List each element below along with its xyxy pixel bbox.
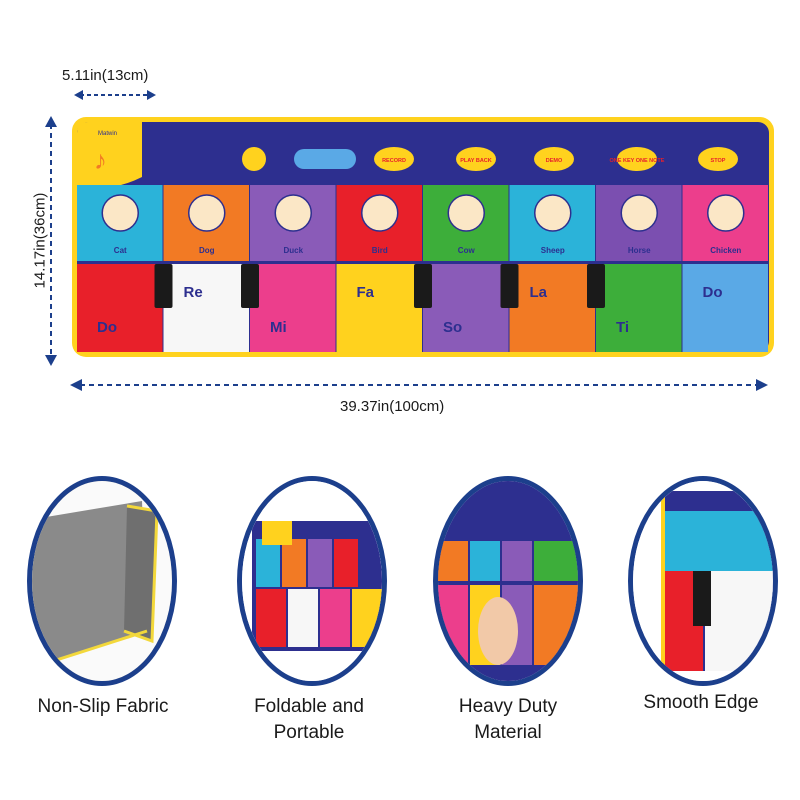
note-label: La xyxy=(530,284,548,301)
note-label: Do xyxy=(97,319,117,336)
height-dimension-label: 14.17in(36cm) xyxy=(31,192,49,289)
width-dimension-arrow xyxy=(74,90,156,100)
animal-label: Cat xyxy=(114,246,127,255)
piano-mat: Matwin ♪ RECORD PLAY BACK DEMO ONE KEY ONE … xyxy=(72,117,774,357)
smooth-edge-image xyxy=(628,476,778,686)
animal-face-icon xyxy=(620,194,658,232)
length-dimension-label: 39.37in(100cm) xyxy=(340,398,445,415)
piano-key xyxy=(596,264,682,352)
animal-label: Sheep xyxy=(541,246,565,255)
animal-label: Duck xyxy=(283,246,303,255)
note-label: Do xyxy=(703,284,723,301)
animal-face-icon xyxy=(274,194,312,232)
feature-label-heavy-duty: Heavy Duty Material xyxy=(458,696,558,743)
animal-label: Cow xyxy=(458,246,476,255)
animal-face-icon xyxy=(361,194,399,232)
piano-key xyxy=(509,264,595,352)
piano-key xyxy=(423,264,509,352)
volume-button xyxy=(294,149,356,169)
animal-label: Horse xyxy=(628,246,651,255)
piano-key xyxy=(77,264,163,352)
animal-label: Chicken xyxy=(710,246,741,255)
piano-key xyxy=(682,264,768,352)
non-slip-fabric-image xyxy=(27,476,177,686)
note-label: Mi xyxy=(270,319,287,336)
black-key xyxy=(241,264,259,308)
animal-face-icon xyxy=(447,194,485,232)
animal-face-icon xyxy=(101,194,139,232)
piano-key xyxy=(163,264,249,352)
animal-face-icon xyxy=(188,194,226,232)
length-dimension-arrow xyxy=(70,379,768,391)
control-button xyxy=(374,147,414,171)
control-button xyxy=(534,147,574,171)
note-label: Re xyxy=(184,284,203,301)
black-key xyxy=(414,264,432,308)
control-button-label: PLAY BACK xyxy=(460,158,492,164)
piano-key xyxy=(250,264,336,352)
feature-label-non-slip: Non-Slip Fabric xyxy=(37,696,169,717)
control-button-label: STOP xyxy=(711,158,726,164)
control-button xyxy=(617,147,657,171)
control-button-label: RECORD xyxy=(382,158,406,164)
brand-logo-text: Matwin xyxy=(98,131,117,137)
animal-face-icon xyxy=(707,194,745,232)
height-dimension-arrow xyxy=(45,116,57,366)
logo-badge xyxy=(77,122,142,190)
music-note-icon: ♪ xyxy=(94,145,107,175)
heavy-duty-material-image xyxy=(433,476,583,686)
note-label: Fa xyxy=(357,284,375,301)
width-dimension-label: 5.11in(13cm) xyxy=(62,67,149,84)
control-button xyxy=(456,147,496,171)
note-label: So xyxy=(443,319,462,336)
black-key xyxy=(587,264,605,308)
power-button-icon xyxy=(242,147,266,171)
note-label: Ti xyxy=(616,319,629,336)
animal-face-icon xyxy=(534,194,572,232)
control-button xyxy=(698,147,738,171)
control-button-label: DEMO xyxy=(546,158,563,164)
piano-key xyxy=(336,264,422,352)
animal-label: Dog xyxy=(199,246,215,255)
black-key xyxy=(500,264,519,308)
black-key xyxy=(154,264,173,308)
feature-label-foldable: Foldable and Portable xyxy=(254,696,364,743)
feature-label-smooth-edge: Smooth Edge xyxy=(643,692,759,713)
foldable-portable-image xyxy=(237,476,387,686)
control-button-label: ONE KEY ONE NOTE xyxy=(610,158,665,164)
animal-label: Bird xyxy=(372,246,388,255)
